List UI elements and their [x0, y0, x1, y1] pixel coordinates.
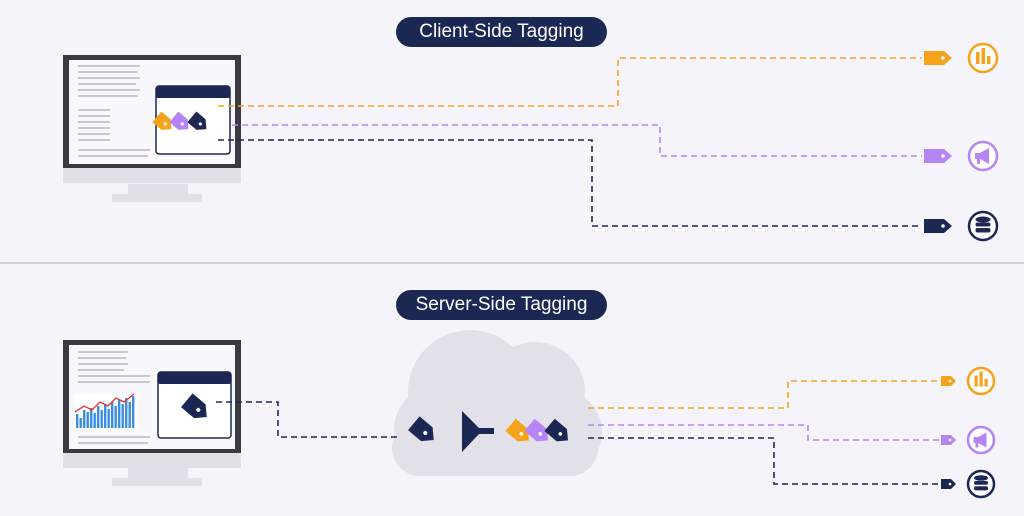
purple-tag-icon [524, 418, 548, 442]
purple-tag-icon [169, 111, 189, 130]
orange-tag-icon [505, 418, 529, 442]
navy-tag-icon [187, 111, 207, 130]
server-connectors [588, 380, 940, 485]
orange-tag-icon [924, 51, 952, 65]
purple-tag-icon [924, 149, 952, 163]
analytics-chart-icon [967, 42, 999, 74]
mini-bar-chart [74, 393, 138, 430]
navy-tag-icon [924, 219, 952, 233]
orange-tag-icon [152, 111, 172, 130]
navy-connector [588, 437, 940, 485]
server-page-text-lines [78, 351, 150, 444]
cloud-server-container [392, 330, 602, 476]
navy-tag-icon [544, 418, 568, 442]
server-side-title: Server-Side Tagging [396, 290, 607, 320]
marketing-megaphone-icon [967, 140, 999, 172]
navy-tag-icon [408, 416, 434, 442]
database-icon [967, 210, 999, 242]
purple-connector [232, 124, 922, 157]
navy-tag-icon [181, 393, 207, 419]
navy-tag-icon [941, 479, 956, 489]
navy-connector [218, 139, 922, 227]
database-icon [966, 469, 996, 499]
purple-tag-icon [941, 435, 956, 445]
orange-tag-icon [941, 376, 956, 386]
client-page-text-lines [78, 65, 150, 157]
analytics-chart-icon [966, 366, 996, 396]
orange-connector [218, 57, 922, 107]
server-funnel-icon [462, 411, 494, 452]
orange-connector [588, 380, 940, 409]
client-side-title: Client-Side Tagging [396, 17, 607, 47]
navy-connector-to-cloud [216, 401, 400, 438]
purple-connector [588, 424, 940, 441]
server-browser-window [157, 371, 232, 439]
client-connectors [218, 57, 922, 227]
marketing-megaphone-icon [966, 425, 996, 455]
client-browser-window [152, 85, 231, 155]
